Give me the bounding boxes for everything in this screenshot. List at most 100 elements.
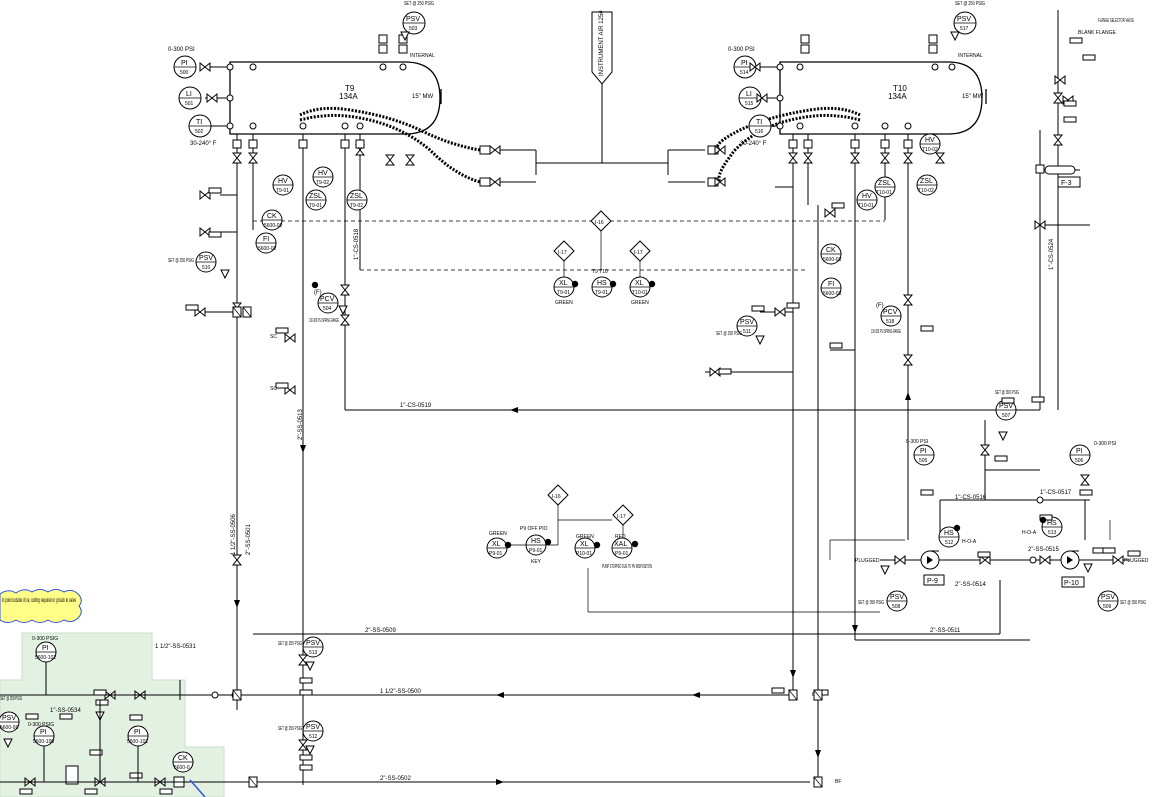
xl-t9-01: XL T9-01 GREEN [553,276,575,306]
nozzle-mark [796,63,804,71]
hs-p9-01: HS P9-01 P9 OFF PIO KEY [520,526,548,565]
instruments: PI 500 0-300 PSI LI 501 TI 502 30-240° F… [0,1,1146,773]
line-tag [786,302,800,309]
svg-text:516: 516 [755,129,764,135]
fi-5600-03: FI 5600-03 [820,277,842,299]
flange-tag [398,44,408,54]
filter-f3: F-3 [1044,165,1081,188]
svg-text:P10-01: P10-01 [576,551,592,557]
gate-valve [339,314,351,326]
svg-text:PSV: PSV [199,255,213,262]
line-tag [275,327,289,334]
svg-text:130-300 PSI SPRING RANGE: 130-300 PSI SPRING RANGE [309,318,339,324]
svg-text:PI: PI [40,729,47,736]
gate-valve [756,92,768,104]
gate-valve [1052,92,1064,104]
line-0501: 2"-SS-0501 [246,524,252,555]
line-tag [1127,550,1141,557]
line-0509: 2"-SS-0509 [365,628,396,634]
gate-valve [894,554,906,566]
line-tag [831,202,845,209]
svg-text:P-10: P-10 [1064,580,1079,587]
svg-text:PI: PI [134,729,141,736]
svg-text:T9-02: T9-02 [316,180,329,186]
tank-t10-mw: 15" MW [962,94,983,100]
svg-text:ZSL: ZSL [350,193,363,200]
gate-valve [489,176,501,188]
flange-tag [248,139,258,149]
hv-t9-01: HV T9-01 [272,174,294,196]
nozzle-mark [776,63,784,71]
line-tag [1001,397,1015,404]
nozzle-mark [948,63,956,71]
note-text: in point outside of ce, cutting required… [2,598,76,604]
interlock-i17-left: I-17 [553,240,575,262]
nozzle-mark [881,122,889,130]
svg-text:GREEN: GREEN [631,300,649,306]
line-tag [1063,100,1077,107]
line-0514: 2"-SS-0514 [955,582,986,588]
svg-text:5600-102: 5600-102 [35,655,56,661]
line-tag [25,713,39,720]
nozzle-mark [1029,556,1037,564]
pumps: P-9 P-10 F-3 [920,165,1085,588]
gate-valve [297,654,309,666]
pump-p9: P-9 [920,550,945,586]
svg-text:GREEN: GREEN [489,531,507,537]
instrument-air-header: INSTRUMENT AIR 125# [500,10,705,183]
svg-text:PI: PI [741,60,748,67]
line-0534: 1"-SS-0534 [50,708,81,714]
svg-text:5600-03: 5600-03 [823,291,842,297]
callout-dot [631,540,639,548]
tank-t9-tag: T9 [345,84,355,93]
svg-text:HS: HS [1047,520,1057,527]
gate-valve [297,739,309,751]
svg-text:P9-01: P9-01 [489,551,503,557]
svg-text:PI: PI [42,645,49,652]
line-labels: 1"-CS-0519 2"-SS-0509 2"-SS-0511 1 1/2"-… [50,228,1072,782]
gate-valve [934,152,946,164]
line-tag [920,325,934,332]
svg-text:XL: XL [635,280,644,287]
line-tag [275,382,289,389]
callout-dot [593,541,601,549]
svg-text:PSV: PSV [740,319,754,326]
callout-dot [544,538,552,546]
svg-text:518: 518 [886,319,895,325]
line-tag [1102,547,1116,554]
line-0500: 1 1/2"-SS-0500 [380,689,421,695]
psv-509: PSV 509 SET @ 350 PSIG [1097,590,1146,612]
line-0511: 2"-SS-0511 [930,628,961,634]
interlock-i16-top: I-16 [590,210,612,232]
svg-text:ZSL: ZSL [309,193,322,200]
callout-dot [648,280,656,288]
interlock-i17-right: I-17 [629,240,651,262]
svg-text:I-17: I-17 [617,514,626,520]
psv-512: PSV 512 SET @ 250 PSIG [278,720,324,742]
svg-text:I-16: I-16 [552,494,561,500]
gate-valve [1054,74,1066,86]
nozzle-mark [226,122,234,130]
svg-text:SC: SC [270,386,277,392]
line-tag [299,764,313,771]
svg-text:509: 509 [1103,604,1112,610]
gate-valve [404,154,416,166]
flange-tag [232,139,242,149]
svg-text:512: 512 [945,540,954,546]
gate-valve [339,284,351,296]
line-tag [159,788,173,795]
line-tag [771,687,785,694]
flange-tag [1035,164,1045,174]
nozzle-mark [796,122,804,130]
gate-valve [849,152,861,164]
pump-p10: P-10 [1060,550,1085,588]
gate-valve [749,61,761,73]
strainer [65,765,79,785]
svg-text:5600-99: 5600-99 [0,725,19,731]
line-tag [1079,489,1093,496]
svg-text:T9-01: T9-01 [309,203,322,209]
interlock-i17-pump: I-17 [612,504,634,526]
ti-502: TI 502 30-240° F [188,114,217,147]
line-tag [751,305,765,312]
